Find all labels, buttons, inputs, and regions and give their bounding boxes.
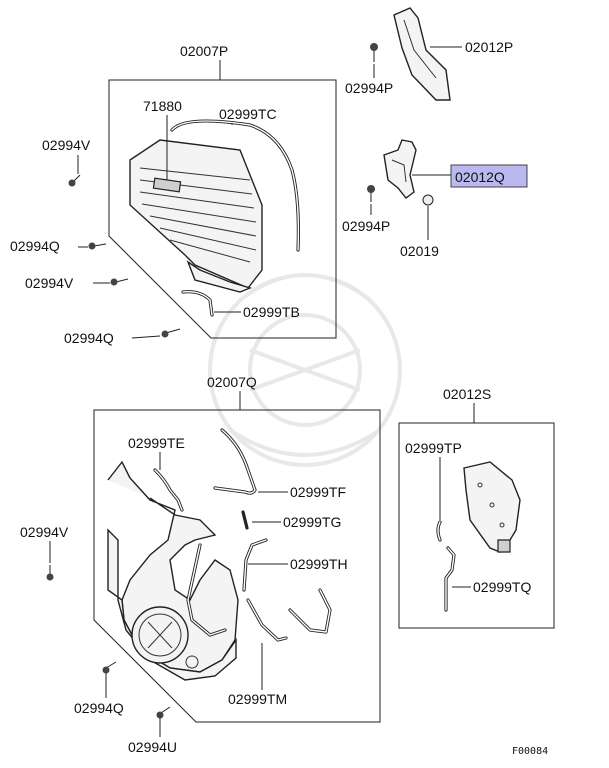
bracket-mid-icon[interactable] [383, 139, 417, 199]
label-seal-tf[interactable]: 02999TF [290, 484, 346, 500]
lower-timing-cover[interactable] [107, 460, 239, 681]
figure-code: F00084 [512, 746, 548, 757]
label-seal-tm[interactable]: 02999TM [228, 691, 287, 707]
bolt-q-upper2-icon[interactable] [161, 328, 181, 338]
seal-tg-shape [241, 510, 249, 530]
bolt-v-upper2-icon[interactable] [110, 278, 129, 286]
label-seal-tg[interactable]: 02999TG [283, 514, 341, 530]
seal-lower-right-shape [246, 588, 332, 642]
label-cover-upper[interactable]: 02007P [180, 43, 228, 59]
highlight-bracket-mid [450, 164, 528, 188]
label-bolt-p-top[interactable]: 02994P [345, 80, 393, 96]
label-seal-tc[interactable]: 02999TC [219, 106, 277, 122]
label-washer[interactable]: 02019 [400, 243, 439, 259]
label-bolt-v-lower[interactable]: 02994V [20, 524, 69, 540]
washer-icon[interactable] [422, 194, 434, 206]
upper-timing-cover[interactable] [129, 139, 263, 293]
bolt-v-lower-icon[interactable] [46, 565, 54, 581]
label-bolt-q-upper[interactable]: 02994Q [10, 238, 60, 254]
label-bracket-top[interactable]: 02012P [465, 39, 513, 55]
label-plate-number[interactable]: 71880 [143, 98, 182, 114]
label-bracket-mid[interactable]: 02012Q [455, 169, 505, 185]
label-cover-lower[interactable]: 02007Q [207, 374, 257, 390]
bolt-p-mid-icon[interactable] [367, 185, 375, 202]
label-bolt-u-lower[interactable]: 02994U [128, 739, 177, 755]
label-bolt-p-mid[interactable]: 02994P [342, 218, 390, 234]
label-bolt-v-upper[interactable]: 02994V [42, 137, 91, 153]
cover-upper-box [108, 79, 337, 339]
label-bolt-q-lower[interactable]: 02994Q [74, 700, 124, 716]
label-plate-right[interactable]: 02012S [443, 386, 491, 402]
label-seal-tq[interactable]: 02999TQ [473, 579, 531, 595]
bolt-p-top-icon[interactable] [370, 43, 378, 62]
bolt-u-lower-icon[interactable] [156, 706, 171, 719]
bracket-top-icon[interactable] [393, 7, 451, 101]
plate-right-box [398, 422, 555, 629]
label-seal-tb[interactable]: 02999TB [243, 304, 300, 320]
bolt-q-upper-icon[interactable] [88, 242, 107, 250]
label-seal-te[interactable]: 02999TE [128, 435, 185, 451]
watermark-logo [208, 273, 402, 467]
seal-tb-shape [181, 290, 214, 317]
seal-tq-shape [444, 546, 456, 612]
seal-th-shape [242, 538, 268, 592]
label-seal-tp[interactable]: 02999TP [405, 440, 462, 456]
back-plate-icon[interactable] [463, 461, 521, 553]
bolt-q-lower-icon[interactable] [102, 661, 117, 674]
cover-lower-box [93, 409, 381, 723]
label-seal-th[interactable]: 02999TH [290, 556, 348, 572]
label-bolt-q-upper2[interactable]: 02994Q [64, 330, 114, 346]
bolt-v-upper-icon[interactable] [68, 174, 81, 187]
label-plate-icon [152, 177, 182, 193]
label-bolt-v-upper2[interactable]: 02994V [25, 275, 74, 291]
